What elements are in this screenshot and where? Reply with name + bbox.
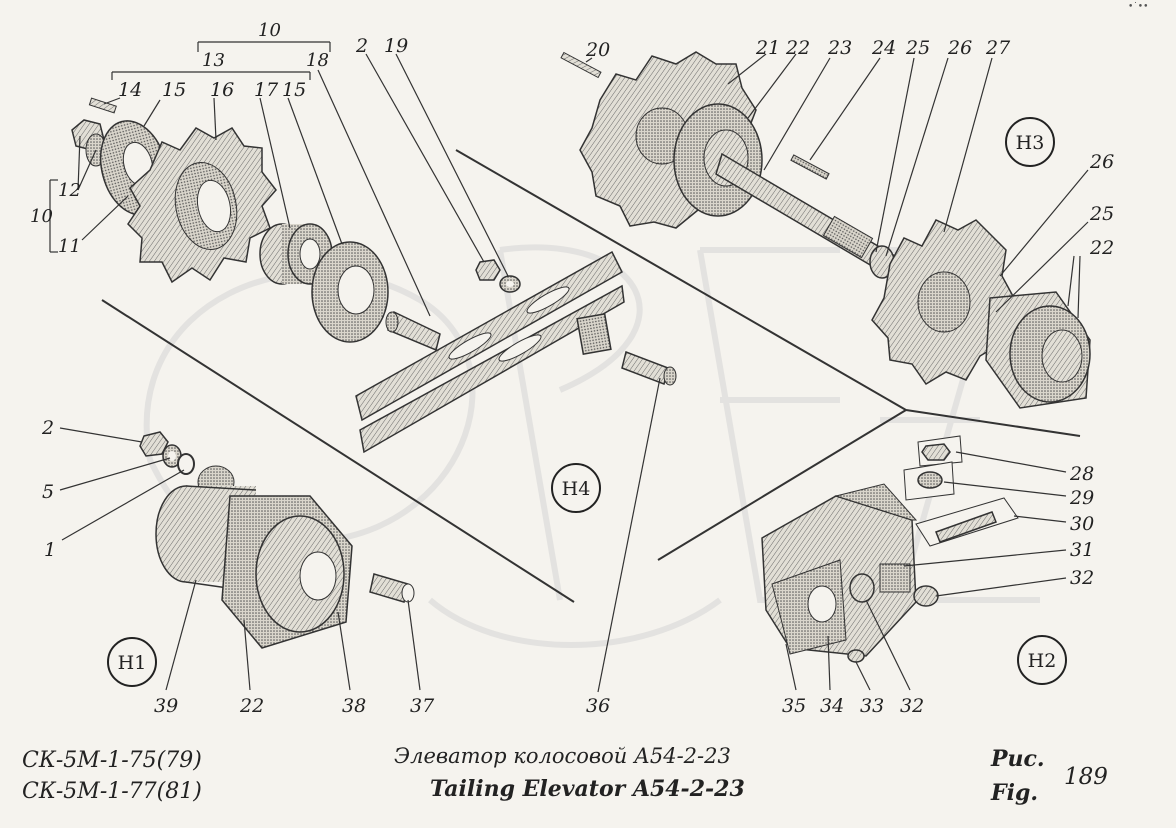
part-2-nut-lower [139, 431, 169, 457]
view-label-h4: Н4 [562, 478, 591, 500]
callout-32a: 32 [1070, 567, 1094, 589]
view-marker-h1: Н1 [107, 637, 157, 687]
view-marker-h3: Н3 [1005, 117, 1055, 167]
callout-23: 23 [827, 37, 852, 59]
callout-22c: 22 [239, 695, 264, 717]
corner-mark: •˙•• [1128, 2, 1149, 12]
callout-33: 33 [860, 695, 884, 717]
callout-16: 16 [210, 79, 234, 101]
diagram-title-russian: Элеватор колосовой А54-2-23 [394, 744, 731, 768]
part-37-bushing [369, 573, 415, 603]
callout-27: 27 [985, 37, 1011, 59]
leader-lines [49, 41, 1089, 693]
callout-17: 17 [254, 79, 279, 101]
part-33-bolt [847, 649, 865, 663]
callout-2b: 2 [41, 417, 54, 439]
group-label-13: 13 [202, 50, 225, 71]
callout-30: 30 [1070, 513, 1094, 535]
group-label-18: 18 [306, 50, 329, 71]
group-label-12: 12 [58, 180, 81, 201]
part-30-bolt [915, 497, 1019, 547]
callout-2a: 2 [355, 35, 368, 57]
part-16-sprocket [127, 127, 277, 284]
view-marker-h4: Н4 [551, 463, 601, 513]
callout-38: 38 [342, 695, 366, 717]
figure-label-english: Fig. [991, 780, 1039, 806]
part-22-bearing-housing-upper [673, 103, 763, 217]
part-2-nut [475, 259, 501, 281]
callout-25b: 25 [1089, 203, 1114, 225]
part-22-bearing-housing-lower [985, 291, 1091, 409]
view-label-h3: Н3 [1016, 132, 1045, 154]
callout-5: 5 [42, 481, 54, 503]
callout-22a: 22 [785, 37, 810, 59]
callout-35: 35 [782, 695, 806, 717]
callout-28: 28 [1069, 463, 1094, 485]
group-label-10-left: 10 [30, 206, 53, 227]
callout-39: 39 [154, 695, 178, 717]
callout-15b: 15 [282, 79, 306, 101]
bracket-assembly [761, 483, 918, 657]
callout-20: 20 [585, 39, 610, 61]
callout-22b: 22 [1089, 237, 1114, 259]
callout-15a: 15 [162, 79, 186, 101]
diagram-title-english: Tailing Elevator A54-2-23 [430, 776, 745, 802]
callout-31: 31 [1070, 539, 1094, 561]
part-17-bearing [259, 223, 333, 285]
view-label-h2: Н2 [1028, 650, 1057, 672]
callout-29: 29 [1069, 487, 1094, 509]
part-36-bolt [621, 350, 677, 386]
model-code-line-2: СК-5М-1-77(81) [22, 779, 202, 804]
figure-number: 189 [1064, 764, 1108, 790]
callout-34: 34 [820, 695, 844, 717]
part-1-washer [177, 453, 195, 475]
part-15-flange-plate [311, 241, 389, 343]
part-28-nut [917, 435, 963, 467]
part-32-nut-right [913, 585, 939, 607]
group-label-11: 11 [58, 236, 81, 257]
part-19-washer [499, 275, 521, 293]
callout-19: 19 [384, 35, 408, 57]
part-14-bolt [88, 97, 117, 114]
part-24-key [790, 154, 830, 180]
model-code-line-1: СК-5М-1-75(79) [22, 748, 202, 773]
callout-26a: 26 [947, 37, 972, 59]
callout-14: 14 [118, 79, 142, 101]
callout-36: 36 [586, 695, 610, 717]
group-label-10-top: 10 [258, 20, 281, 41]
view-label-h1: Н1 [118, 652, 147, 674]
callout-24: 24 [871, 37, 896, 59]
callout-26b: 26 [1089, 151, 1114, 173]
figure-label-russian: Рис. [991, 746, 1045, 772]
view-divider-lines [101, 149, 1081, 603]
callout-1: 1 [44, 539, 56, 561]
part-18-shaft-end [385, 310, 441, 352]
tensioner-plates [355, 250, 625, 454]
callout-32b: 32 [900, 695, 924, 717]
part-22-flange-housing [221, 495, 353, 649]
part-20-pin [560, 51, 602, 79]
part-29-washer [903, 461, 955, 501]
callout-21: 21 [755, 37, 780, 59]
callout-25a: 25 [905, 37, 930, 59]
view-marker-h2: Н2 [1017, 635, 1067, 685]
callout-37: 37 [410, 695, 435, 717]
